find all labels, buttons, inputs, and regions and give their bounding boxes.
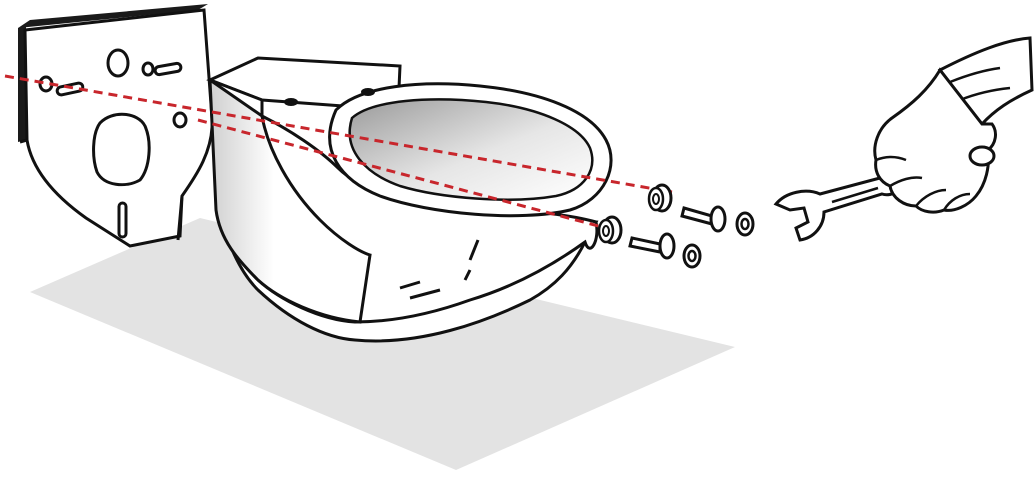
mounting-plate xyxy=(18,4,212,246)
washer-icon xyxy=(684,245,700,267)
wrench-in-hand xyxy=(776,38,1032,240)
plate-bottom-slot xyxy=(119,203,126,237)
plate-outlet-opening xyxy=(94,114,150,184)
bolt-icon xyxy=(630,234,674,258)
plate-small-hole xyxy=(143,63,153,75)
bolt-icon xyxy=(682,207,725,231)
thumb-ring xyxy=(970,147,994,165)
seat-hinge-hole-right xyxy=(361,88,375,96)
fixing-set-upper xyxy=(649,185,753,235)
toilet-bowl xyxy=(210,58,611,341)
plate-inlet-hole xyxy=(108,50,128,76)
fixing-set-lower xyxy=(599,217,700,267)
sleeve-icon xyxy=(599,217,621,243)
washer-icon xyxy=(737,213,753,235)
seat-hinge-hole-left xyxy=(284,98,298,106)
plate-hole-right xyxy=(174,113,186,127)
sleeve-icon xyxy=(649,185,671,211)
